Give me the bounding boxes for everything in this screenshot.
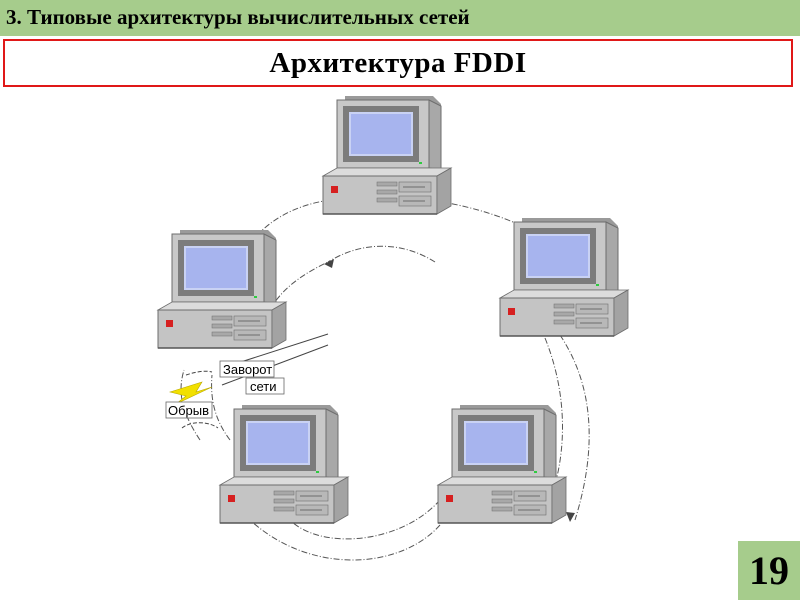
page-number: 19 xyxy=(749,548,789,593)
arrow-down-icon xyxy=(566,512,575,522)
arrow-left-icon xyxy=(324,259,334,268)
slide-title: Архитектура FDDI xyxy=(269,47,527,79)
wrap-callout-lines xyxy=(181,333,329,429)
computer-right-icon xyxy=(499,217,629,337)
section-header: 3. Типовые архитектуры вычислительных се… xyxy=(0,0,800,36)
slide-title-box: Архитектура FDDI xyxy=(3,39,793,87)
wrap-label-box: Заворот сети xyxy=(219,360,285,395)
computer-left-icon xyxy=(157,229,287,349)
lightning-icon xyxy=(168,381,213,405)
computer-bottom-left-icon xyxy=(219,404,349,524)
inner-ring xyxy=(211,245,563,540)
section-title: 3. Типовые архитектуры вычислительных се… xyxy=(6,5,470,29)
break-label: Обрыв xyxy=(168,403,209,418)
wrap-label-line2: сети xyxy=(250,379,277,394)
computer-bottom-right-icon xyxy=(437,404,567,524)
arrowheads xyxy=(324,259,575,522)
break-label-box: Обрыв xyxy=(165,401,213,419)
wrap-label-line1: Заворот xyxy=(223,362,272,377)
page-number-badge: 19 xyxy=(738,541,800,600)
computer-top-icon xyxy=(322,95,452,215)
